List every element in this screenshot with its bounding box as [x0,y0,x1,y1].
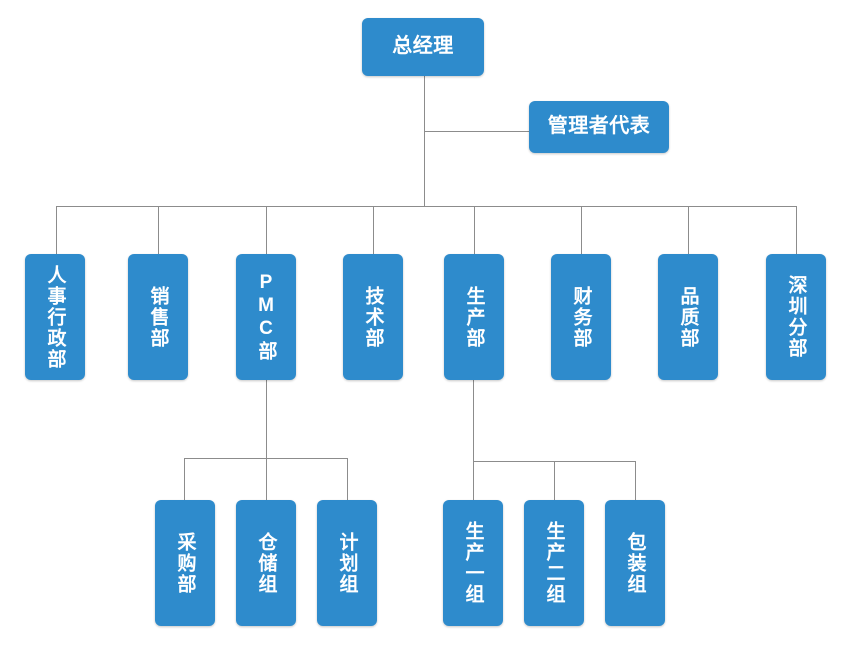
node-production-packaging-label: 包装组 [624,531,646,595]
connector-drop-dept-7 [796,206,797,254]
node-pmc-purchasing[interactable]: 采购部 [155,500,215,626]
node-department-shenzhen-branch-label: 深圳分部 [785,275,807,359]
node-department-hr-admin[interactable]: 人事行政部 [25,254,85,380]
node-production-team-2[interactable]: 生产二组 [524,500,584,626]
connector-drop-dept-3 [373,206,374,254]
node-production-packaging[interactable]: 包装组 [605,500,665,626]
connector-main-bus [56,206,797,207]
node-pmc-planning-label: 计划组 [336,531,358,595]
node-department-finance[interactable]: 财务部 [551,254,611,380]
node-pmc-purchasing-label: 采购部 [174,531,196,595]
node-production-team-1[interactable]: 生产一组 [443,500,503,626]
node-production-team-2-label: 生产二组 [543,521,565,605]
connector-root-to-staff [424,131,529,132]
node-department-sales[interactable]: 销售部 [128,254,188,380]
connector-drop-dept-6 [688,206,689,254]
connector-drop-production-0 [473,461,474,500]
connector-drop-dept-0 [56,206,57,254]
connector-drop-dept-1 [158,206,159,254]
node-department-production[interactable]: 生产部 [444,254,504,380]
node-general-manager[interactable]: 总经理 [362,18,484,76]
connector-drop-production-2 [635,461,636,500]
node-department-pmc-label: PMC部 [255,272,277,362]
connector-drop-dept-4 [474,206,475,254]
node-management-representative[interactable]: 管理者代表 [529,101,669,153]
node-pmc-warehouse[interactable]: 仓储组 [236,500,296,626]
node-production-team-1-label: 生产一组 [462,521,484,605]
connector-drop-pmc-2 [347,458,348,500]
node-general-manager-label: 总经理 [392,35,454,58]
node-department-sales-label: 销售部 [147,285,169,349]
connector-root-trunk [424,75,425,206]
node-department-shenzhen-branch[interactable]: 深圳分部 [766,254,826,380]
node-department-technology-label: 技术部 [362,285,384,349]
node-department-pmc[interactable]: PMC部 [236,254,296,380]
node-department-finance-label: 财务部 [570,285,592,349]
connector-drop-dept-2 [266,206,267,254]
connector-production-trunk [473,379,474,461]
connector-pmc-trunk [266,379,267,458]
node-department-quality[interactable]: 品质部 [658,254,718,380]
node-department-technology[interactable]: 技术部 [343,254,403,380]
node-department-quality-label: 品质部 [677,285,699,349]
connector-drop-production-1 [554,461,555,500]
node-pmc-warehouse-label: 仓储组 [255,531,277,595]
node-department-production-label: 生产部 [463,285,485,349]
node-department-hr-admin-label: 人事行政部 [44,264,66,370]
connector-drop-dept-5 [581,206,582,254]
node-management-representative-label: 管理者代表 [547,115,651,138]
connector-pmc-bus [184,458,347,459]
connector-drop-pmc-1 [266,458,267,500]
node-pmc-planning[interactable]: 计划组 [317,500,377,626]
connector-drop-pmc-0 [184,458,185,500]
